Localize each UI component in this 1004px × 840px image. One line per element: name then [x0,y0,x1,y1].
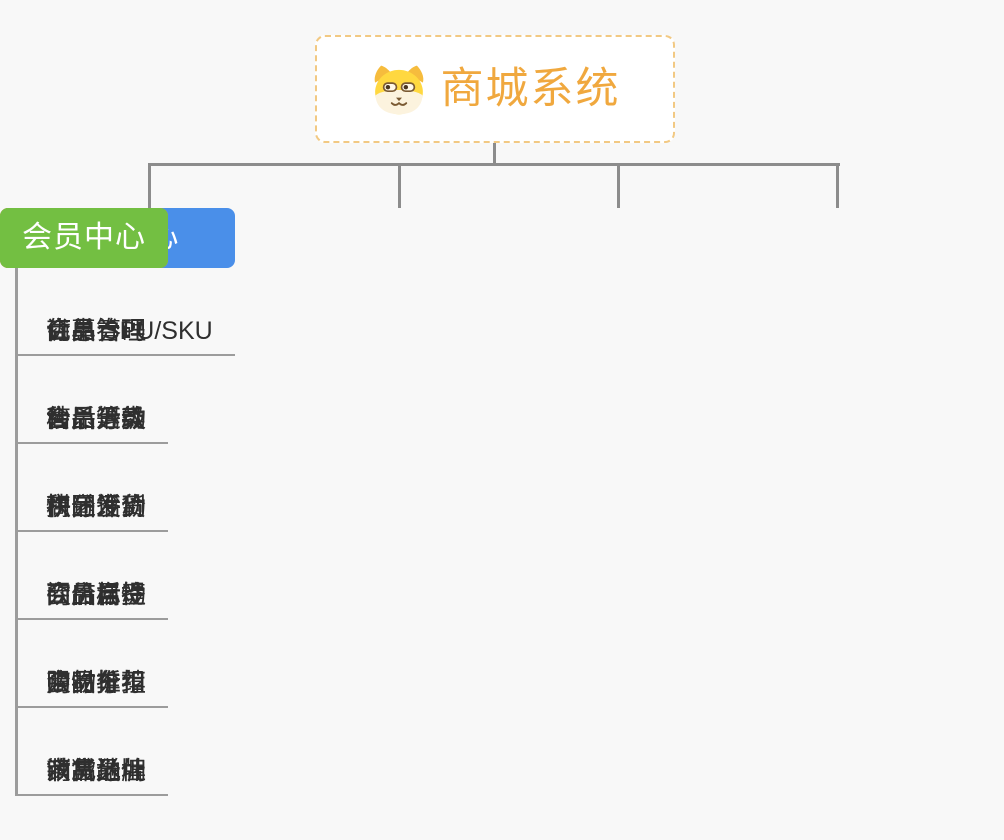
leaf-node[interactable]: 会员等级 [18,356,169,444]
leaf-label: 会员管理 [18,317,169,356]
leaf-node[interactable]: 收货地址 [18,708,169,796]
connector-drop-1 [148,166,151,208]
leaf-node[interactable]: 会员管理 [18,268,169,356]
connector-drop-3 [617,166,620,208]
branch-items: 会员管理会员等级积分签到会员标签会员分组收货地址 [15,268,169,796]
root-title: 商城系统 [440,64,621,113]
leaf-label: 收货地址 [18,757,169,796]
connector-drop-2 [398,166,401,208]
root-node[interactable]: 商城系统 [315,35,675,143]
leaf-node[interactable]: 秒杀活动 [18,356,169,444]
leaf-label: 秒杀活动 [18,405,169,444]
leaf-node[interactable]: 售后退款 [18,356,169,444]
leaf-label: 会员标签 [18,581,169,620]
dog-face-icon [370,63,428,116]
leaf-node[interactable]: 积分签到 [18,444,169,532]
connector-drop-4 [836,166,839,208]
leaf-label: 积分签到 [18,493,169,532]
leaf-node[interactable]: 限时折扣 [18,620,169,708]
leaf-node[interactable]: 会员标签 [18,532,169,620]
connector-horizontal [148,163,840,166]
leaf-label: 会员等级 [18,405,169,444]
leaf-label: 商品推荐 [18,669,169,708]
leaf-label: 售后退款 [18,405,169,444]
connector-root-stem [493,143,496,166]
leaf-node[interactable]: 会员分组 [18,620,169,708]
leaf-node[interactable]: 商品推荐 [18,620,235,708]
leaf-label: 会员分组 [18,669,169,708]
leaf-label: 限时折扣 [18,669,169,708]
branch-4: 会员中心 会员管理会员等级积分签到会员标签会员分组收货地址 [0,208,169,796]
branch-node-4[interactable]: 会员中心 [0,208,169,268]
